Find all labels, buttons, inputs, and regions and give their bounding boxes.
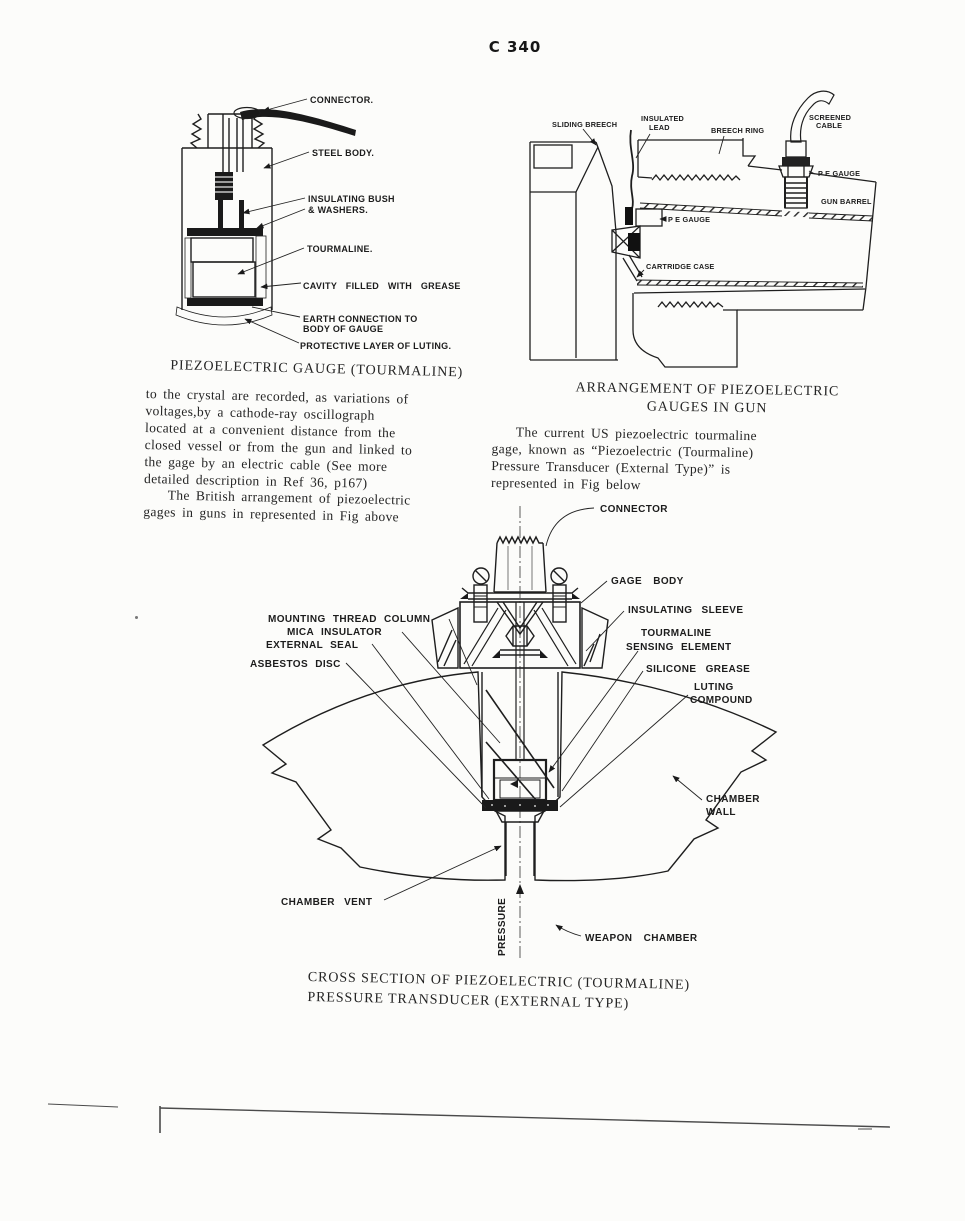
label-gun-barrel: GUN BARREL [821,197,872,206]
knurl-ridges [215,176,233,193]
gun-arrangement-diagram: SLIDING BREECH INSULATED LEAD BREECH RIN… [529,90,877,368]
label-chamber-vent: CHAMBER VENT [281,897,372,908]
label-tourmaline: TOURMALINE. [307,244,373,254]
right-paragraph: The current US piezoelectric tourmaline … [491,424,822,497]
label-compound: COMPOUND [690,695,753,706]
label-weapon-chamber: WEAPON CHAMBER [585,933,698,944]
label-insulating-sleeve: INSULATING SLEEVE [628,605,743,616]
primer-core [628,233,640,251]
leader-lines [237,98,310,344]
connector-cap [233,106,261,120]
tourmaline-discs [190,237,256,298]
rule-lines [47,1103,891,1133]
transducer-assembly [431,535,609,876]
diagram1-caption: PIEZOELECTRIC GAUGE (TOURMALINE) [170,358,464,381]
label-steel-body: STEEL BODY. [312,148,374,158]
pe-gauge-mid-body [625,207,633,225]
connector-cable [240,109,356,136]
gauge-body-outline [181,113,273,310]
leader-lines [582,128,816,278]
pe-gauge-top-assembly [778,90,835,209]
label-connector: CONNECTOR [600,504,668,515]
label-chamber: CHAMBER [706,794,760,805]
pressure-arrowhead [516,884,524,894]
screened-cable-drawing [790,90,835,143]
label-breech-ring: BREECH RING [711,126,764,135]
diagram3-caption: CROSS SECTION OF PIEZOELECTRIC (TOURMALI… [307,970,690,1014]
label-protective-luting: PROTECTIVE LAYER OF LUTING. [300,341,451,351]
piezoelectric-gauge-diagram: CONNECTOR. STEEL BODY. INSULATING BUSH &… [175,95,461,351]
leader-lines [345,507,703,937]
bottom-rule [47,1103,891,1133]
label-gage-body: GAGE BODY [611,576,684,587]
label-luting: LUTING [694,682,734,693]
label-washers: & WASHERS. [308,205,368,215]
label-tourmaline: TOURMALINE [641,628,711,639]
label-insulated: INSULATED [641,114,684,123]
label-insulating-bush: INSULATING BUSH [308,194,395,204]
connector-knurl [496,535,543,545]
grease-cavity-stipple [175,235,273,326]
label-sensing-element: SENSING ELEMENT [626,642,732,653]
label-connector: CONNECTOR. [310,95,373,105]
label-earth-connection-1: EARTH CONNECTION TO [303,314,418,324]
label-cartridge-case: CARTRIDGE CASE [646,262,714,271]
label-asbestos-disc: ASBESTOS DISC [250,659,341,670]
seal-specks [491,804,549,807]
label-cavity-grease: CAVITY FILLED WITH GREASE [303,281,461,291]
gauge-dark-parts [187,109,356,306]
chamber-wall-band [640,203,873,221]
label-pe-gauge-mid: P E GAUGE [668,215,710,224]
label-mica-insulator: MICA INSULATOR [287,627,382,638]
transducer-cross-section-diagram: CONNECTOR GAGE BODY INSULATING SLEEVE TO… [250,504,778,958]
label-cable: CABLE [816,121,842,130]
label-pe-gauge-top: P E GAUGE [818,169,860,178]
label-wall: WALL [706,807,736,818]
scan-speck [135,616,138,619]
label-pressure: PRESSURE [497,898,508,956]
diagram2-caption: ARRANGEMENT OF PIEZOELECTRIC GAUGES IN G… [554,380,859,419]
breech-and-barrel-outline [529,129,877,368]
diagram2-caption-line1: ARRANGEMENT OF PIEZOELECTRIC [575,380,840,400]
label-earth-connection-2: BODY OF GAUGE [303,324,383,334]
label-lead: LEAD [649,123,670,132]
chamber-wall-left [261,671,506,881]
label-silicone-grease: SILICONE GREASE [646,664,750,675]
label-mounting-thread-column: MOUNTING THREAD COLUMN [268,614,430,625]
label-screened: SCREENED [809,113,851,122]
label-external-seal: EXTERNAL SEAL [266,640,358,651]
diagram3-caption-line2: PRESSURE TRANSDUCER (EXTERNAL TYPE) [307,989,630,1012]
page-number: C 340 [488,38,542,56]
label-sliding-breech: SLIDING BREECH [552,120,617,129]
chamber-wall-right [534,671,778,882]
